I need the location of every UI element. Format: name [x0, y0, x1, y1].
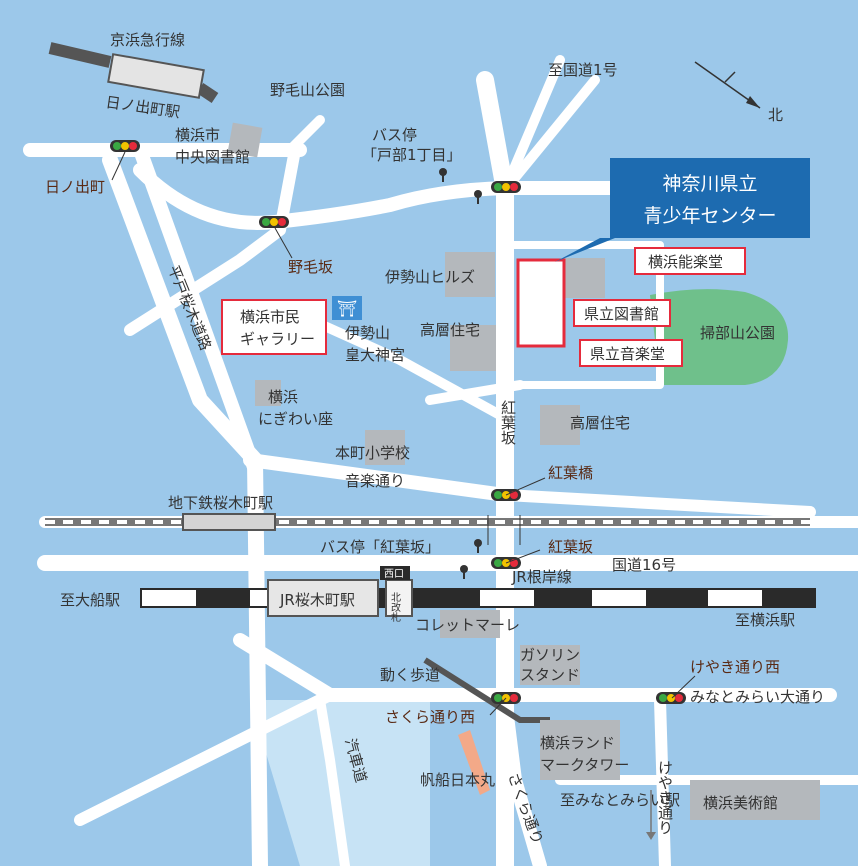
traffic-light-icon	[491, 181, 521, 193]
label-route16: 国道16号	[612, 556, 676, 574]
noh-box	[634, 247, 746, 275]
callout-line1: 神奈川県立	[662, 173, 757, 195]
label-landmark-1: 横浜ランド	[540, 734, 615, 752]
label-pref-music: 県立音楽堂	[590, 345, 665, 363]
kamonyama-park	[650, 289, 789, 385]
label-collette: コレットマーレ	[415, 616, 520, 634]
label-subway: 地下鉄桜木町駅	[168, 494, 273, 512]
label-keikyu: 京浜急行線	[110, 31, 185, 49]
label-minatomirai-ave: みなとみらい大通り	[690, 688, 825, 706]
west-exit-box	[380, 566, 410, 580]
buildings	[227, 122, 820, 820]
label-nogeyama-park: 野毛山公園	[270, 81, 345, 99]
callout-box	[610, 158, 810, 238]
labels: 京浜急行線 日ノ出町駅 日ノ出町 野毛山公園 至国道1号 横浜市 中央図書館 バ…	[45, 31, 825, 847]
label-bus-tobe-2: 「戸部1丁目」	[362, 146, 462, 164]
jr-line	[140, 566, 816, 617]
traffic-light-icon	[259, 216, 289, 228]
shrine-icon	[332, 296, 362, 320]
pref-library-box	[573, 299, 671, 327]
label-gas-1: ガソリン	[520, 646, 580, 664]
label-north-gate: 北改札	[389, 592, 401, 623]
label-pref-library: 県立図書館	[584, 305, 659, 323]
label-nipponmaru: 帆船日本丸	[420, 771, 495, 789]
label-highrise-1: 高層住宅	[420, 321, 480, 339]
subway-line	[45, 513, 810, 531]
callout-line2: 青少年センター	[643, 205, 776, 227]
label-moving-walk: 動く歩道	[380, 666, 440, 684]
label-gallery-2: ギャラリー	[240, 330, 315, 348]
label-bus-tobe-1: バス停	[372, 126, 417, 144]
nippon-maru-ship	[458, 730, 490, 795]
hinodecho-station	[107, 53, 205, 99]
down-arrow-head	[646, 832, 656, 840]
shrine-mark: ⛩	[337, 299, 357, 318]
pref-music-box	[579, 339, 683, 367]
label-route1: 至国道1号	[548, 61, 618, 79]
jr-sakuragicho-station	[267, 579, 379, 617]
compass-label: 北	[768, 106, 783, 124]
label-hinodecho: 日ノ出町	[45, 178, 105, 196]
label-nigiwai-1: 横浜	[268, 388, 298, 406]
label-ongaku: 音楽通り	[345, 472, 405, 490]
label-art-museum: 横浜美術館	[703, 794, 778, 812]
label-momiji-bridge: 紅葉橋	[548, 464, 593, 482]
label-noh: 横浜能楽堂	[648, 253, 723, 271]
label-nigiwai-2: にぎわい座	[258, 410, 333, 428]
gallery-box	[221, 299, 327, 355]
label-west-exit: 西口	[384, 569, 404, 580]
bus-stop-icons	[439, 168, 482, 579]
traffic-light-icon	[656, 692, 686, 704]
label-keyaki-west: けやき通り西	[690, 658, 780, 676]
label-shrine-2: 皇大神宮	[345, 346, 405, 364]
label-to-yokohama: 至横浜駅	[735, 611, 795, 629]
label-isezaki-hills: 伊勢山ヒルズ	[385, 268, 475, 286]
label-library-central-1: 横浜市	[175, 126, 220, 144]
bus-stop-icon	[474, 539, 482, 553]
label-to-ofuna: 至大船駅	[60, 591, 120, 609]
label-to-minatomirai: 至みなとみらい駅	[560, 791, 680, 809]
label-jr-sakuragicho: JR桜木町駅	[279, 591, 355, 609]
leader-lines	[111, 151, 696, 716]
label-highrise-2: 高層住宅	[570, 414, 630, 432]
label-jr-negishi: JR根岸線	[511, 568, 572, 586]
bus-stop-icon	[460, 565, 468, 579]
harbor-area	[250, 700, 430, 866]
youth-center-building	[516, 258, 566, 348]
label-library-central-2: 中央図書館	[175, 148, 250, 166]
label-shrine-1: 伊勢山	[345, 324, 390, 342]
label-honmachi: 本町小学校	[335, 444, 410, 462]
traffic-light-icon	[110, 140, 140, 152]
label-keyaki-street: けやき通り	[656, 760, 674, 835]
bus-stop-icon	[474, 190, 482, 204]
keikyu-line	[48, 42, 219, 103]
label-momijizaka: 紅葉坂	[548, 538, 593, 556]
subway-station	[182, 513, 276, 531]
label-gallery-1: 横浜市民	[240, 308, 300, 326]
label-landmark-2: マークタワー	[540, 756, 629, 774]
highlighted-places	[221, 247, 746, 367]
north-arrow-icon: 北	[694, 61, 783, 124]
label-bus-momiji: バス停「紅葉坂」	[320, 538, 440, 556]
label-kamonyama-park: 掃部山公園	[700, 324, 775, 342]
label-gas-2: スタンド	[520, 666, 580, 684]
label-momiji-vertical: 紅葉坂	[499, 400, 517, 445]
label-nogezaka: 野毛坂	[288, 258, 333, 276]
label-sakura-west: さくら通り西	[385, 708, 475, 726]
callout-pointer	[555, 238, 615, 262]
callout: 神奈川県立 青少年センター	[555, 158, 810, 262]
bus-stop-icon	[439, 168, 447, 182]
